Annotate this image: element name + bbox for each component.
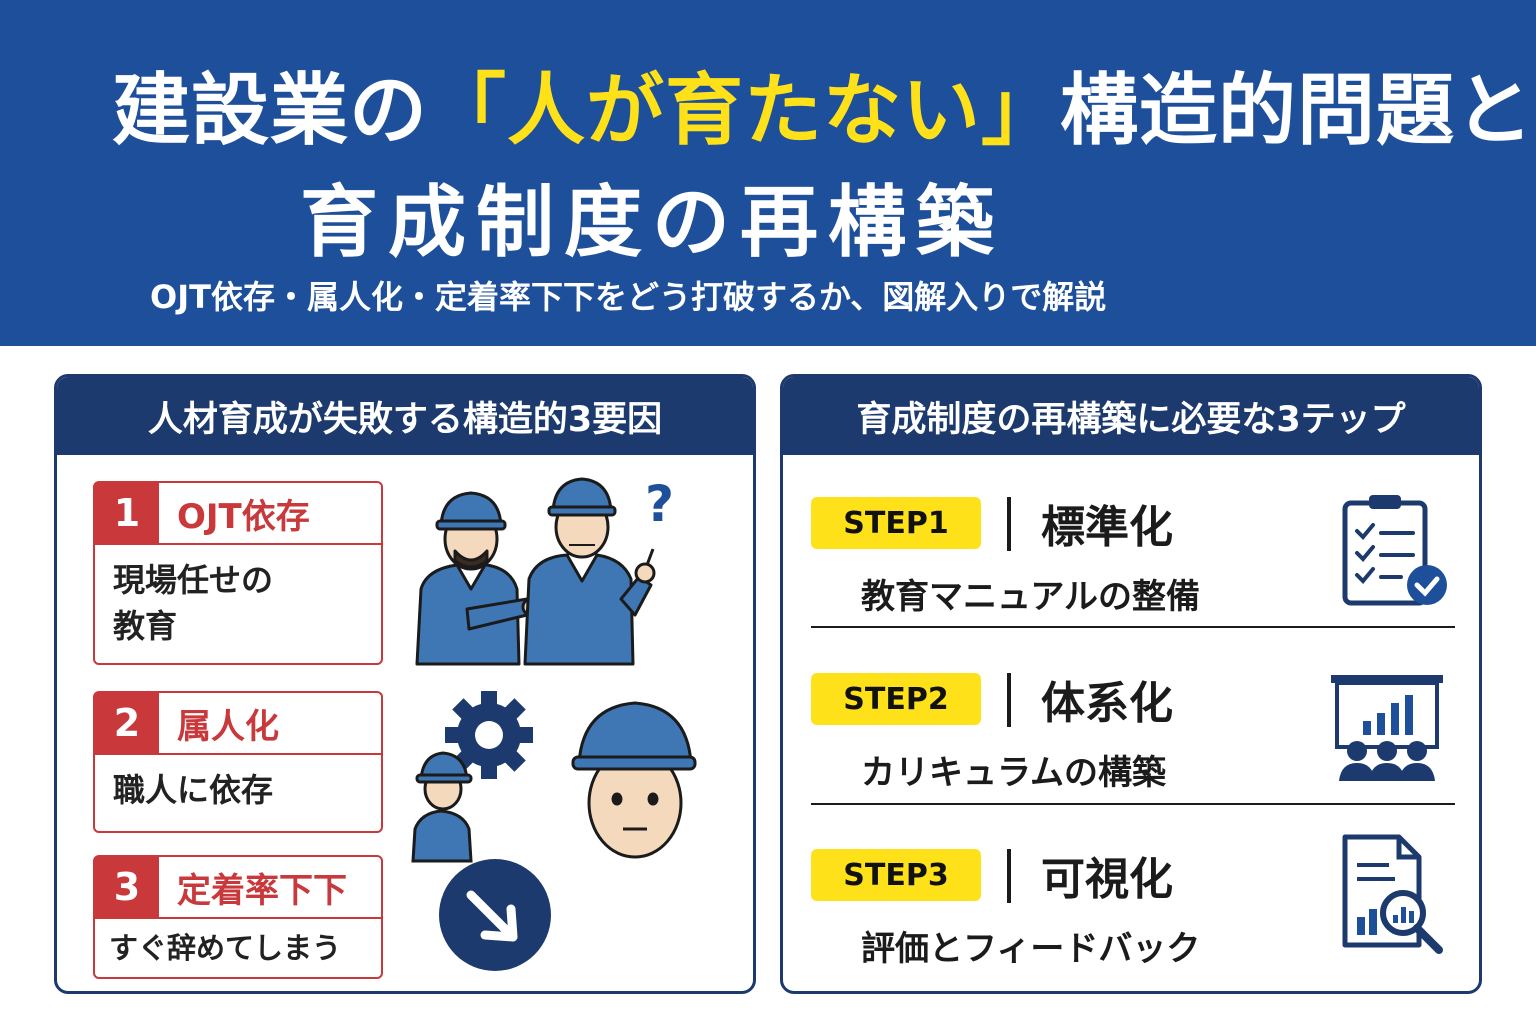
steps-panel: 育成制度の再構築に必要な3テップ STEP1 標準化 教育マニュアルの整備 ST… — [780, 374, 1482, 994]
factor-description: 現場任せの 教育 — [95, 545, 381, 661]
step-systematization: STEP2 体系化 カリキュラムの構築 — [811, 645, 1455, 821]
factor-description: 職人に依存 — [95, 755, 381, 825]
step-description: カリキュラムの構築 — [861, 753, 1166, 793]
decline-arrow-icon — [439, 859, 551, 971]
personalization-illustration — [411, 691, 697, 863]
factor-card-ojt: 1 OJT依存 現場任せの 教育 — [93, 481, 383, 665]
factor-card-personalization: 2 属人化 職人に依存 — [93, 691, 383, 833]
step-separator — [1007, 673, 1011, 727]
step-separator — [1007, 849, 1011, 903]
header-banner: 建設業の「人が育たない」構造的問題と 育成制度の再構築 OJT依存・属人化・定着… — [0, 0, 1536, 346]
step-description: 評価とフィードバック — [861, 929, 1201, 969]
title-post: 構造的問題と — [1060, 66, 1535, 156]
step-divider — [811, 626, 1455, 628]
steps-panel-heading: 育成制度の再構築に必要な3テップ — [783, 377, 1479, 455]
gear-icon — [445, 691, 533, 779]
step-badge: STEP1 — [811, 497, 981, 549]
step-badge: STEP2 — [811, 673, 981, 725]
factors-panel-heading: 人材育成が失敗する構造的3要因 — [57, 377, 753, 455]
factor-description: すぐ辞めてしまう — [95, 919, 381, 977]
step-title: 可視化 — [1041, 854, 1173, 905]
step-badge: STEP3 — [811, 849, 981, 901]
title-pre: 建設業の — [112, 66, 429, 156]
factor-description-line: 職人に依存 — [113, 771, 274, 809]
step-title: 体系化 — [1041, 678, 1173, 729]
question-mark-icon: ? — [645, 475, 675, 533]
step-visualization: STEP3 可視化 評価とフィードバック — [811, 821, 1455, 991]
factors-panel: 人材育成が失敗する構造的3要因 1 OJT依存 現場任せの 教育 2 属人化 職… — [54, 374, 756, 994]
factor-number: 3 — [95, 857, 159, 917]
page-title-line2: 育成制度の再構築 — [300, 178, 1005, 268]
factor-label: 定着率下下 — [177, 870, 347, 911]
page-subtitle: OJT依存・属人化・定着率下下をどう打破するか、図解入りで解説 — [150, 278, 1107, 316]
step-standardization: STEP1 標準化 教育マニュアルの整備 — [811, 469, 1455, 645]
factor-description-line: 教育 — [113, 607, 178, 645]
presentation-icon — [1331, 675, 1443, 781]
step-description: 教育マニュアルの整備 — [861, 577, 1200, 617]
factor-card-retention: 3 定着率下下 すぐ辞めてしまう — [93, 855, 383, 979]
factor-description-line: すぐ辞めてしまう — [109, 931, 342, 965]
title-highlight: 「人が育たない」 — [428, 66, 1061, 156]
document-search-icon — [1342, 834, 1443, 954]
step-separator — [1007, 497, 1011, 551]
workers-discussing-illustration — [415, 477, 656, 666]
factor-description-line: 現場任せの — [113, 561, 274, 599]
page-title-line1: 建設業の「人が育たない」構造的問題と — [112, 48, 1534, 160]
step-title: 標準化 — [1041, 502, 1173, 553]
step-divider — [811, 803, 1455, 805]
factor-label: 属人化 — [177, 706, 279, 747]
factor-number: 2 — [95, 693, 159, 753]
checklist-icon — [1342, 495, 1447, 606]
factor-number: 1 — [95, 483, 159, 543]
factor-label: OJT依存 — [177, 496, 310, 537]
